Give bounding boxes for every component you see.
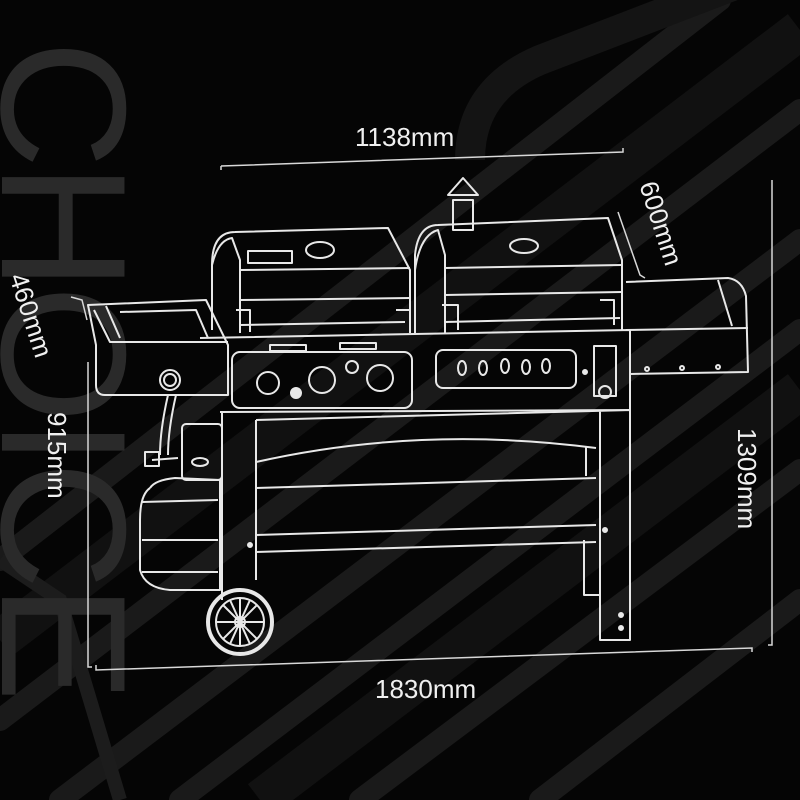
left-control-panel: [231, 351, 413, 409]
dimline-side-shelf-depth: [70, 296, 88, 321]
label-cooking-width: 1138mm: [355, 122, 455, 152]
side-burner-knob: [159, 369, 181, 391]
label-total-width: 1830mm: [375, 674, 477, 704]
grill-body: [199, 329, 631, 413]
dimline-total-height: [768, 180, 773, 646]
dimline-total-width: [95, 647, 753, 671]
label-work-height: 915mm: [42, 412, 72, 499]
cart-wheel: [206, 588, 274, 656]
right-grill-lid: [414, 217, 623, 333]
smoke-chimney: [447, 177, 479, 231]
thermometer-gauge: [593, 345, 617, 397]
left-grill-lid: [211, 227, 411, 333]
right-side-shelf: [625, 277, 749, 375]
label-total-height: 1309mm: [732, 428, 762, 530]
dimline-depth: [617, 211, 646, 279]
propane-tank: [139, 394, 223, 591]
dimline-work-height: [87, 362, 92, 668]
cart-frame: [221, 409, 631, 641]
dimline-cooking-width: [220, 148, 624, 170]
right-control-panel: [435, 349, 577, 389]
dimension-lines: [70, 148, 773, 671]
left-side-shelf: [87, 299, 229, 396]
